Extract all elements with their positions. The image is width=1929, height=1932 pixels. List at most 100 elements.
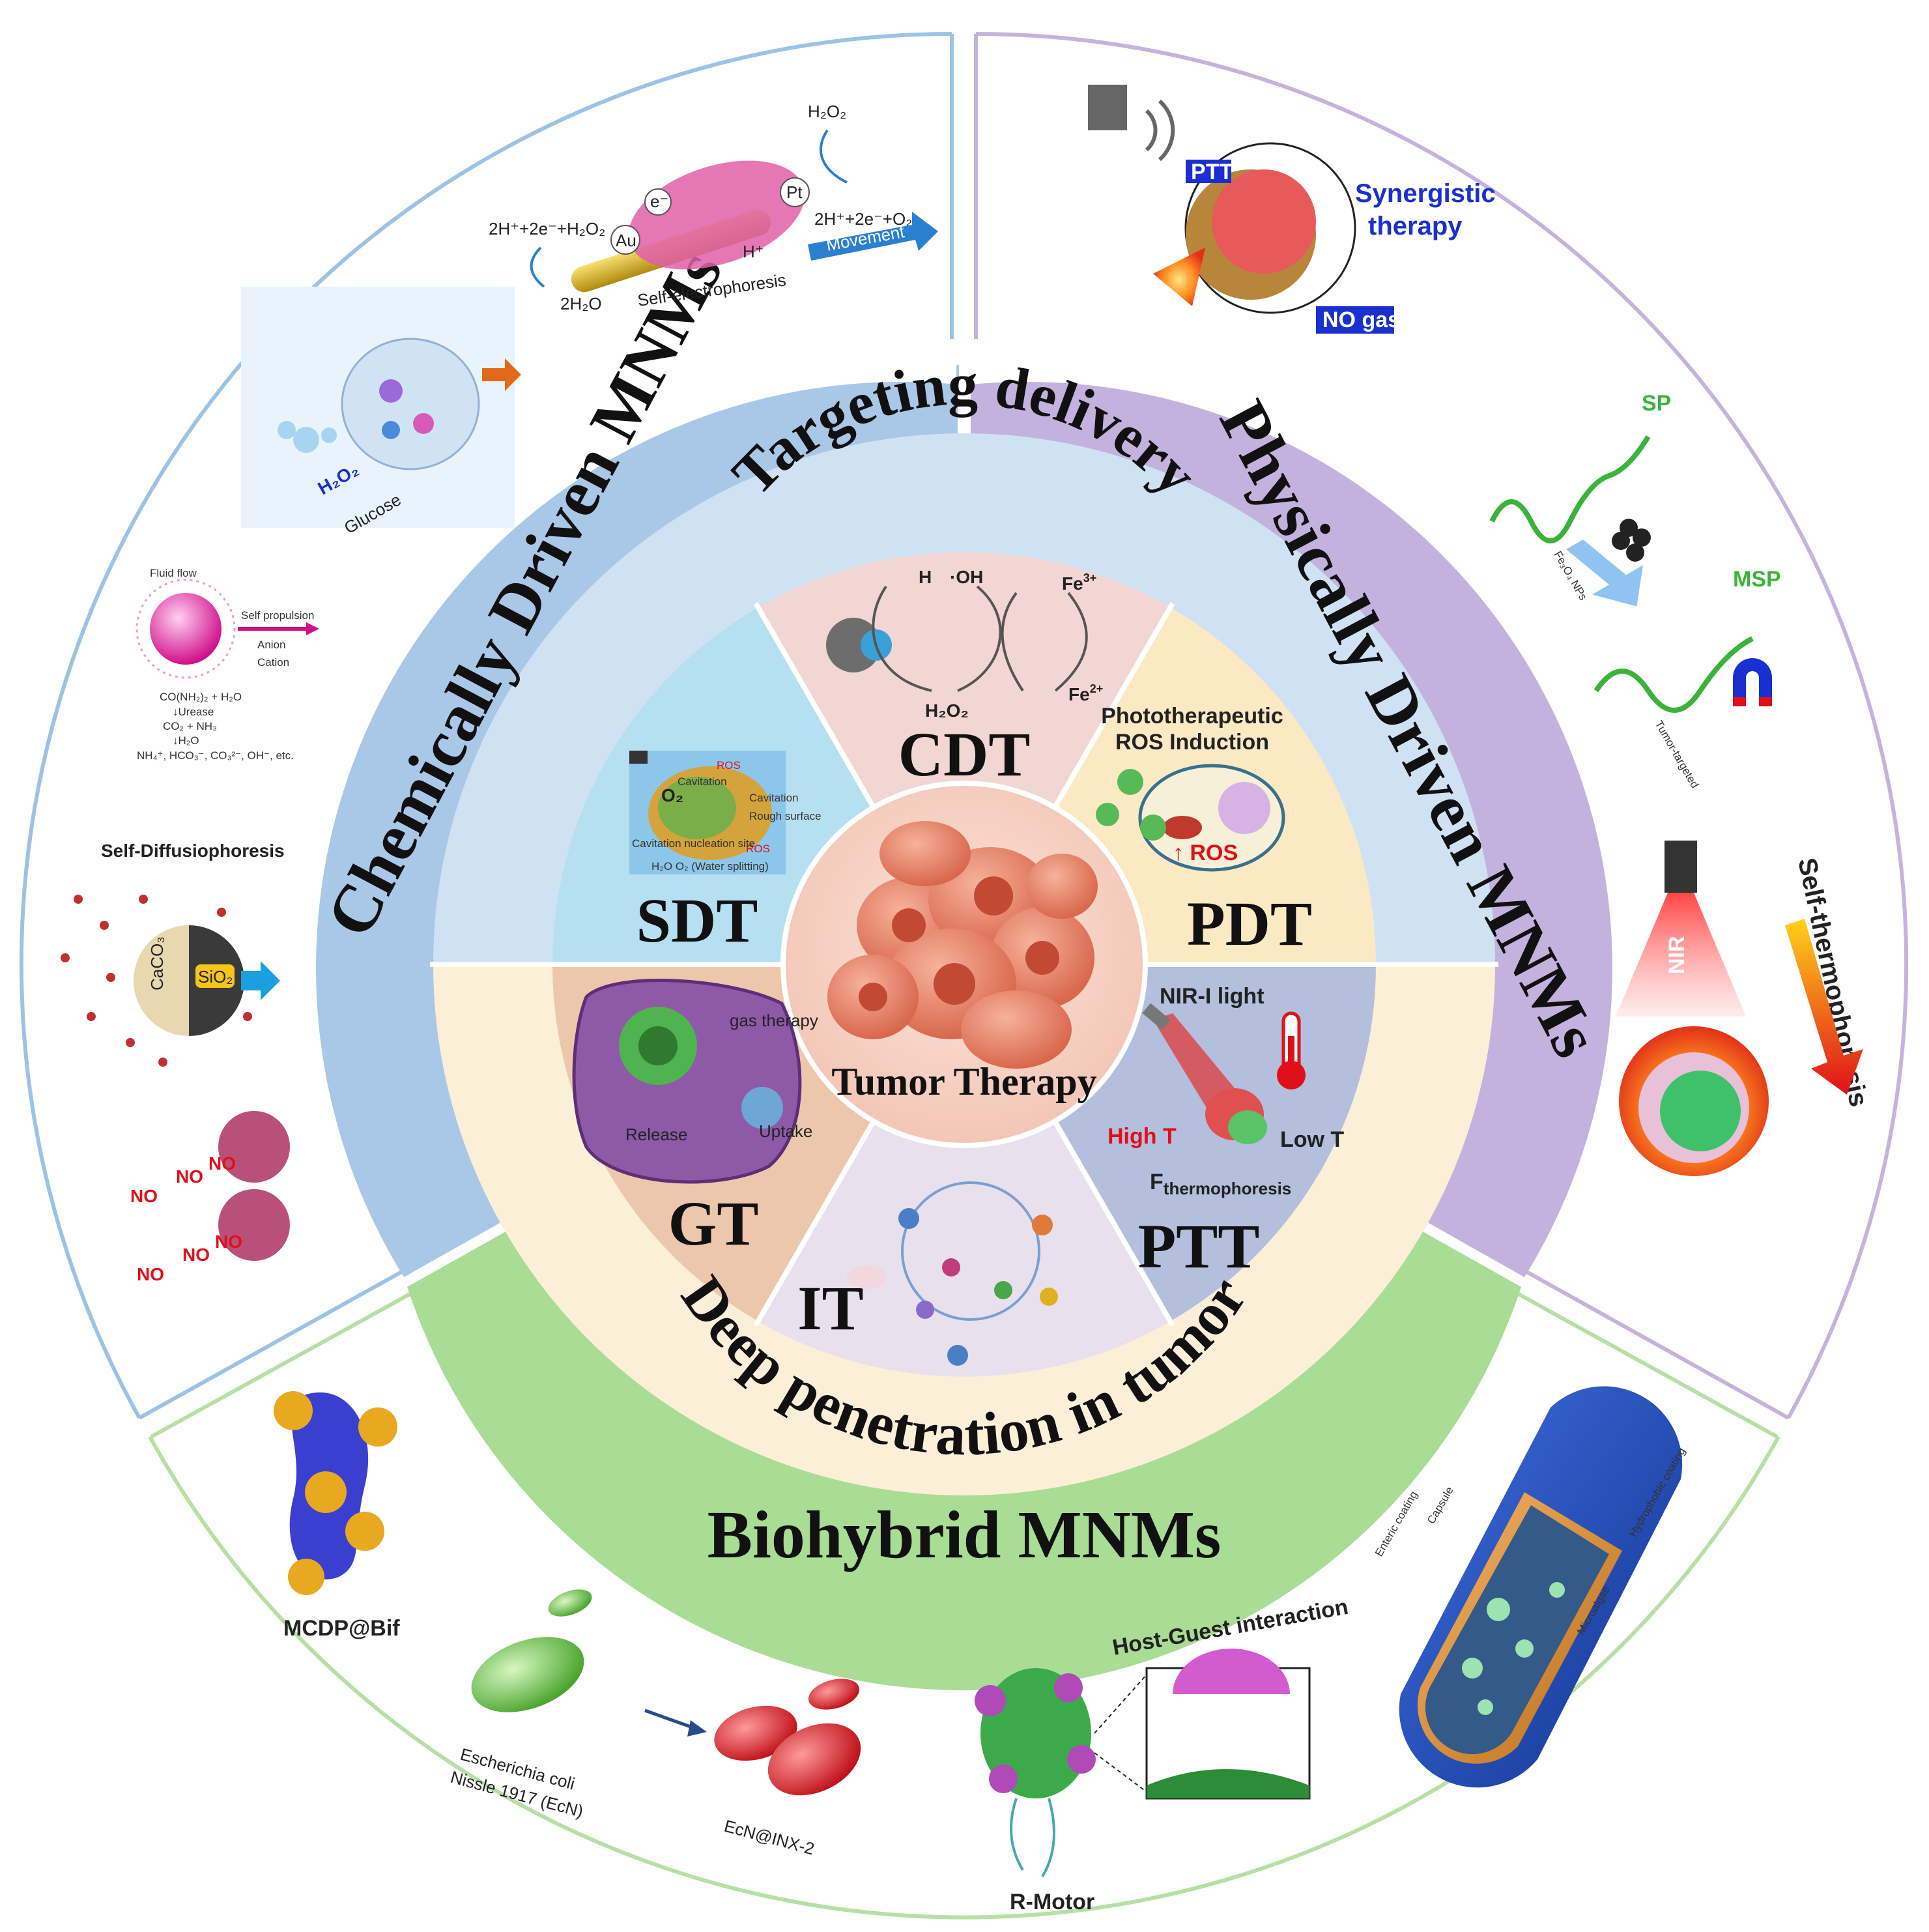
pdt-line1: Phototherapeutic [1101, 704, 1283, 728]
pdt-line2: ROS Induction [1115, 730, 1269, 755]
svg-text:Fe2+: Fe2+ [1068, 682, 1103, 704]
movement-arrow [808, 212, 938, 261]
outer-divider-left-green [150, 1288, 418, 1439]
chem-urease-5: NH₄⁺, HCO₃⁻, CO₃²⁻, OH⁻, etc. [137, 749, 294, 762]
bio-mcdp: MCDP@Bif [274, 1391, 400, 1641]
phys-no-gas: NO gas [1322, 308, 1400, 332]
chem-caco3: CaCO₃ [147, 936, 167, 990]
chem-anion: Anion [257, 639, 285, 651]
chem-diffusio: Self-Diffusiophoresis [101, 841, 285, 861]
ptt-low: Low T [1280, 1127, 1344, 1152]
sdt-o2: O₂ [661, 785, 683, 805]
sdt-panel: US ROS ROS O₂ Cavitation Cavitation Roug… [629, 751, 822, 874]
gt-uptake: Uptake [759, 1121, 812, 1141]
cdt-panel: H ·OH Fe3+ Fe2+ H₂O₂ [826, 567, 1103, 721]
svg-text:Fe3+: Fe3+ [1062, 571, 1096, 594]
chem-no-2: NO [176, 1166, 203, 1187]
sdt-us: US [631, 751, 646, 764]
diffusio-arrow [241, 961, 280, 1000]
chem-pt-au-rod: 2H⁺+2e⁻+H₂O₂ 2H₂O Au Pt e⁻ H⁺ Self-elect… [489, 102, 938, 313]
chem-pt: Pt [786, 182, 803, 202]
label-gt: GT [668, 1189, 759, 1258]
chem-no-5: NO [182, 1245, 210, 1265]
sdt-water: H₂O O₂ (Water splitting) [651, 860, 769, 872]
chem-hplus: H⁺ [743, 242, 764, 261]
outer-divider-left [138, 1269, 405, 1420]
cdt-fe2-sup: 2+ [1090, 682, 1104, 695]
chem-eq-right: 2H⁺+2e⁻+O₂ [814, 209, 912, 229]
sdt-ros2: ROS [746, 843, 770, 855]
bio-ecn: EcN@INX-2 [722, 1816, 816, 1859]
svg-text:Fthermophoresis: Fthermophoresis [1150, 1170, 1291, 1198]
phys-msp: MSP [1733, 567, 1781, 592]
ptt-panel: NIR-I light High T Low T Fthermophoresis [1107, 984, 1344, 1198]
chem-cation: Cation [257, 656, 289, 669]
bio-capsule-label: Capsule [1425, 1484, 1456, 1526]
sdt-rough: Rough surface [749, 810, 822, 822]
phys-syn-1: Synergistic [1355, 179, 1496, 208]
phys-thermo: NIR Self-thermophoresis [1616, 841, 1873, 1176]
ultrasound-probe-icon [1088, 85, 1127, 130]
chem-eq-left-out: 2H₂O [560, 294, 602, 313]
bio-mcdp-label: MCDP@Bif [283, 1616, 400, 1641]
phys-synergistic: PTT Synergistic therapy NO gas [1088, 85, 1496, 334]
chem-no-6: NO [215, 1232, 242, 1252]
chem-no-motor: NO NO NO NO NO NO [130, 1111, 290, 1284]
outer-divider-right-green [1510, 1288, 1779, 1439]
gt-release: Release [625, 1125, 687, 1144]
ptt-force: F [1150, 1170, 1164, 1194]
bio-ecoli: Escherichia coli Nissle 1917 (EcN) EcN@I… [448, 1589, 861, 1859]
chem-eq-right-in: H₂O₂ [808, 102, 846, 121]
sdt-cav2: Cavitation [749, 792, 799, 804]
bio-rmotor: R-Motor Host-Guest interaction [975, 1594, 1350, 1914]
chem-urease-3: CO₂ + NH₃ [163, 720, 217, 732]
chem-urease-1: CO(NH₂)₂ + H₂O [160, 691, 242, 703]
chem-self-prop: Self propulsion [241, 609, 314, 622]
chem-fluid-flow: Fluid flow [150, 567, 197, 579]
chem-no-1: NO [130, 1186, 158, 1206]
phys-ptt: PTT [1191, 160, 1233, 184]
pdt-ros: ↑ ROS [1173, 841, 1238, 865]
sdt-ros1: ROS [717, 759, 741, 771]
gt-panel: gas therapy Release Uptake [572, 979, 818, 1184]
outer-divider-right [1523, 1269, 1790, 1420]
magnet-icon [1733, 658, 1772, 704]
ptt-nir: NIR-I light [1160, 984, 1265, 1009]
ptt-force-sub: thermophoresis [1164, 1179, 1292, 1198]
ptt-high: High T [1107, 1124, 1177, 1149]
chem-e: e⁻ [650, 192, 668, 211]
bio-rmotor-label: R-Motor [1010, 1890, 1094, 1914]
cdt-fe3-sup: 3+ [1083, 571, 1097, 584]
chemical-outer-border [19, 32, 952, 1419]
label-cdt: CDT [898, 719, 1031, 789]
cdt-oh: ·OH [950, 567, 983, 587]
sdt-nucl: Cavitation nucleation site [632, 837, 755, 850]
label-pdt: PDT [1187, 889, 1312, 959]
chem-glucose-motor: H₂O₂ Glucose [241, 287, 521, 538]
biohybrid-title: Biohybrid MNMs [707, 1497, 1222, 1572]
label-sdt: SDT [636, 886, 758, 955]
gt-gas: gas therapy [730, 1011, 818, 1030]
label-ptt: PTT [1138, 1211, 1260, 1281]
phys-sp: SP [1642, 391, 1671, 416]
phys-syn-2: therapy [1368, 212, 1463, 240]
chem-no-3: NO [208, 1153, 236, 1174]
cdt-fe3: Fe [1062, 573, 1083, 594]
chem-no-4: NO [137, 1264, 164, 1284]
cdt-h: H [919, 567, 932, 587]
core-title: Tumor Therapy [831, 1060, 1096, 1103]
phys-nir: NIR [1665, 936, 1689, 974]
pdt-panel: Phototherapeutic ROS Induction ↑ ROS [1096, 704, 1285, 872]
chem-sio2: SiO₂ [198, 967, 233, 987]
tumor-cell-cluster [827, 821, 1098, 1069]
physical-outer-border [975, 32, 1909, 1419]
nir-laser-icon [1665, 841, 1697, 893]
chem-urease-motor: Fluid flow Self propulsion Anion Cation … [136, 567, 319, 762]
cdt-fe2: Fe [1068, 684, 1090, 704]
biohybrid-outer-border [148, 1435, 1780, 1920]
it-panel [847, 1181, 1058, 1366]
chem-urease-4: ↓H₂O [173, 734, 199, 747]
chem-au: Au [616, 231, 636, 250]
cdt-h2o2: H₂O₂ [925, 700, 969, 721]
